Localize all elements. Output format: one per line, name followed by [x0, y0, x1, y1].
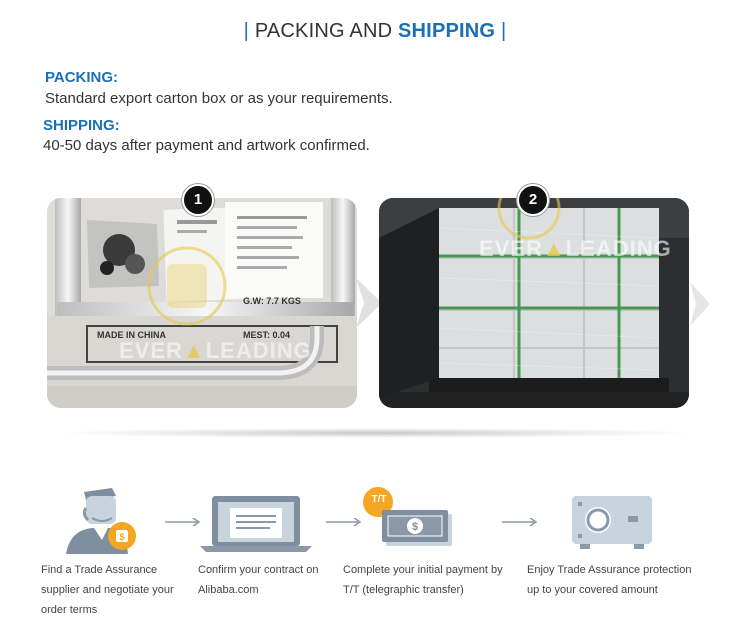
- step-4-line2: up to your covered amount: [527, 584, 658, 596]
- step-1-line3: order terms: [41, 604, 98, 616]
- arrow-right-icon-2: [326, 518, 362, 526]
- step-2-line1: Confirm your contract on: [198, 564, 319, 576]
- arrow-right-icon: [165, 518, 201, 526]
- svg-text:$: $: [412, 521, 418, 533]
- laptop-contract-icon: [200, 496, 312, 552]
- tt-payment-icon: $: [363, 487, 452, 546]
- step-3-line2: T/T (telegraphic transfer): [343, 584, 464, 596]
- step-1-line2: supplier and negotiate your: [41, 584, 174, 596]
- divider-shadow: [60, 428, 690, 438]
- svg-text:$: $: [119, 532, 124, 542]
- pallet-photo: EVER▲LEADING: [379, 198, 689, 408]
- packing-label: PACKING:: [45, 69, 119, 86]
- step-3-line1: Complete your initial payment by: [343, 564, 503, 576]
- step-3-text: Complete your initial payment by T/T (te…: [343, 560, 503, 600]
- carton-gw-text: G.W: 7.7 KGS: [243, 296, 301, 306]
- title-highlight: SHIPPING: [398, 20, 496, 42]
- photo-number-badge-2: 2: [517, 184, 549, 216]
- carton-origin-text: MADE IN CHINA: [97, 330, 166, 340]
- section-title: | PACKING AND SHIPPING |: [0, 20, 750, 43]
- watermark-right: LEADING: [205, 338, 312, 363]
- watermark-logo: EVER▲LEADING: [119, 338, 312, 363]
- title-plain: PACKING AND: [254, 20, 393, 42]
- carton-mest-text: MEST: 0.04: [243, 330, 291, 340]
- shipping-label: SHIPPING:: [43, 117, 120, 134]
- title-bar-left: |: [243, 20, 250, 42]
- watermark-logo-2: EVER▲LEADING: [479, 236, 672, 261]
- watermark-left-2: EVER: [479, 236, 543, 261]
- packing-photo-illustration: [47, 198, 357, 408]
- chevron-right-icon-2: [690, 282, 710, 326]
- title-bar-right: |: [500, 20, 507, 42]
- packing-photo: G.W: 7.7 KGS MEST: 0.04 MADE IN CHINA EV…: [47, 198, 357, 408]
- step-2-text: Confirm your contract on Alibaba.com: [198, 560, 318, 600]
- photo-number-badge: 1: [182, 184, 214, 216]
- step-4-text: Enjoy Trade Assurance protection up to y…: [527, 560, 691, 600]
- watermark-left: EVER: [119, 338, 183, 363]
- arrow-right-icon-3: [502, 518, 538, 526]
- supplier-person-icon: $: [66, 488, 136, 554]
- step-4-line1: Enjoy Trade Assurance protection: [527, 564, 692, 576]
- step-2-line2: Alibaba.com: [198, 584, 259, 596]
- shipping-text: 40-50 days after payment and artwork con…: [43, 137, 370, 154]
- chevron-right-icon: [356, 278, 382, 328]
- pallet-photo-illustration: [379, 198, 689, 408]
- step-1-text: Find a Trade Assurance supplier and nego…: [41, 560, 174, 620]
- watermark-right-2: LEADING: [565, 236, 672, 261]
- packing-text: Standard export carton box or as your re…: [45, 90, 393, 107]
- tt-badge: T/T: [371, 494, 387, 505]
- step-1-line1: Find a Trade Assurance: [41, 564, 158, 576]
- safe-protection-icon: [572, 496, 652, 549]
